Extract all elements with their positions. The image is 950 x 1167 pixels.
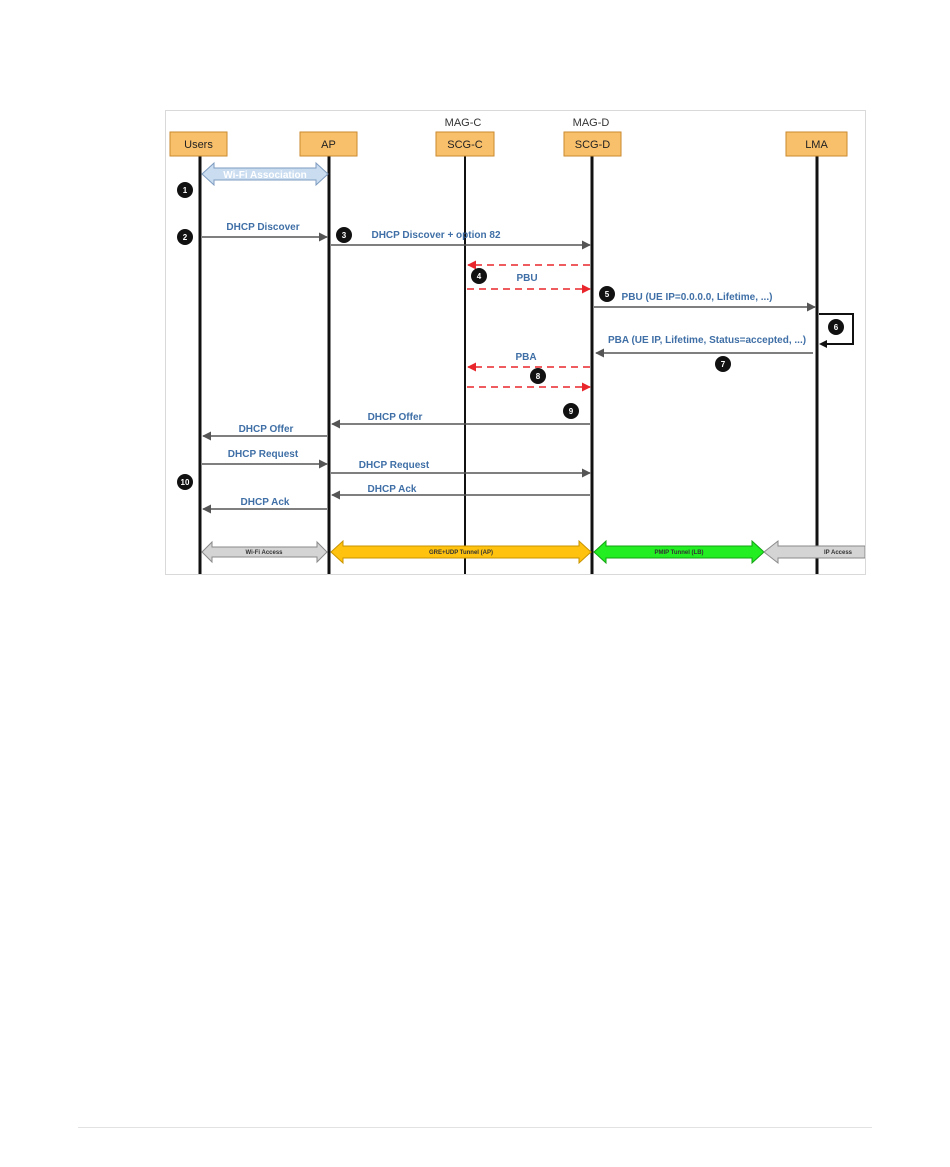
sequence-diagram: Users AP SCG-C SCG-D LMA MAG-C MAG-D Wi-… (165, 110, 866, 575)
step-badge-1-text: 1 (183, 186, 188, 195)
entity-lma-label: LMA (805, 139, 828, 151)
message-dhcp-ack-2-label: DHCP Ack (241, 497, 290, 508)
entity-scg-d-label: SCG-D (575, 139, 611, 151)
step-badge-4-text: 4 (477, 272, 482, 281)
band-wifi-access-label: Wi-Fi Access (245, 550, 283, 556)
message-pba-2-label: PBA (515, 352, 536, 363)
message-dhcp-discover-82-label: DHCP Discover + option 82 (371, 230, 500, 241)
band-pmip-tunnel-label: PMIP Tunnel (LB) (654, 550, 703, 556)
lma-self-loop (819, 313, 854, 348)
message-dhcp-ack-1-label: DHCP Ack (368, 484, 417, 495)
entity-ap-label: AP (321, 139, 336, 151)
message-pbu-2-label: PBU (UE IP=0.0.0.0, Lifetime, ...) (622, 292, 773, 303)
band-gre-udp-tunnel-label: GRE+UDP Tunnel (AP) (429, 550, 493, 556)
band-gre-udp-tunnel: GRE+UDP Tunnel (AP) (330, 539, 592, 565)
message-pbu-1: PBU (467, 273, 591, 294)
step-badge-5: 5 (599, 286, 615, 302)
step-badge-6: 6 (828, 319, 844, 335)
step-badge-10: 10 (177, 474, 193, 490)
message-dhcp-request-1-label: DHCP Request (228, 449, 299, 460)
message-pbu-1-label: PBU (516, 273, 537, 284)
entity-scg-c-label: SCG-C (447, 139, 483, 151)
message-dhcp-offer-2-label: DHCP Offer (239, 424, 294, 435)
band-pmip-tunnel: PMIP Tunnel (LB) (593, 539, 765, 565)
band-ip-access: IP Access (763, 539, 865, 565)
message-dhcp-discover-1-label: DHCP Discover (226, 222, 299, 233)
message-pba-1-label: PBA (UE IP, Lifetime, Status=accepted, .… (608, 335, 806, 346)
step-badge-10-text: 10 (181, 478, 190, 487)
band-ip-access-label: IP Access (824, 550, 853, 556)
message-dhcp-request-1: DHCP Request (202, 449, 328, 469)
step-badge-1: 1 (177, 182, 193, 198)
message-dhcp-discover-82: DHCP Discover + option 82 (331, 230, 591, 250)
step-badge-9: 9 (563, 403, 579, 419)
entity-users: Users (169, 131, 228, 157)
message-dhcp-offer-2: DHCP Offer (202, 424, 327, 441)
step-badge-3: 3 (336, 227, 352, 243)
wifi-association-label: Wi-Fi Association (223, 170, 306, 181)
message-dhcp-offer-1-label: DHCP Offer (368, 412, 423, 423)
message-pba-1: PBA (UE IP, Lifetime, Status=accepted, .… (595, 335, 813, 358)
message-dhcp-discover-1: DHCP Discover (202, 222, 328, 242)
step-badge-2: 2 (177, 229, 193, 245)
step-badge-5-text: 5 (605, 290, 610, 299)
message-dhcp-ack-1: DHCP Ack (331, 484, 590, 500)
diagram-canvas: Users AP SCG-C SCG-D LMA MAG-C MAG-D Wi-… (169, 117, 865, 574)
entity-users-label: Users (184, 139, 213, 151)
step-badge-7-text: 7 (721, 360, 726, 369)
step-badge-6-text: 6 (834, 323, 839, 332)
step-badge-7: 7 (715, 356, 731, 372)
message-dhcp-offer-1: DHCP Offer (331, 412, 590, 429)
entity-lma: LMA (785, 131, 848, 157)
step-badge-3-text: 3 (342, 231, 347, 240)
message-dhcp-ack-2: DHCP Ack (202, 497, 327, 514)
step-badge-8-text: 8 (536, 372, 541, 381)
wifi-association-arrow: Wi-Fi Association (201, 161, 329, 187)
role-label-mag-d: MAG-D (573, 117, 610, 129)
footer-divider (78, 1127, 872, 1128)
step-badge-9-text: 9 (569, 407, 574, 416)
step-badge-2-text: 2 (183, 233, 188, 242)
message-pbu-2: PBU (UE IP=0.0.0.0, Lifetime, ...) (594, 292, 816, 312)
entity-ap: AP (299, 131, 358, 157)
band-wifi-access: Wi-Fi Access (201, 540, 328, 564)
role-label-mag-c: MAG-C (445, 117, 482, 129)
message-dhcp-request-2: DHCP Request (331, 460, 591, 478)
step-badge-4: 4 (471, 268, 487, 284)
message-dhcp-request-2-label: DHCP Request (359, 460, 430, 471)
message-pba-2: PBA (467, 352, 590, 372)
entity-scg-d: SCG-D (563, 131, 622, 157)
entity-scg-c: SCG-C (435, 131, 495, 157)
step-badge-8: 8 (530, 368, 546, 384)
